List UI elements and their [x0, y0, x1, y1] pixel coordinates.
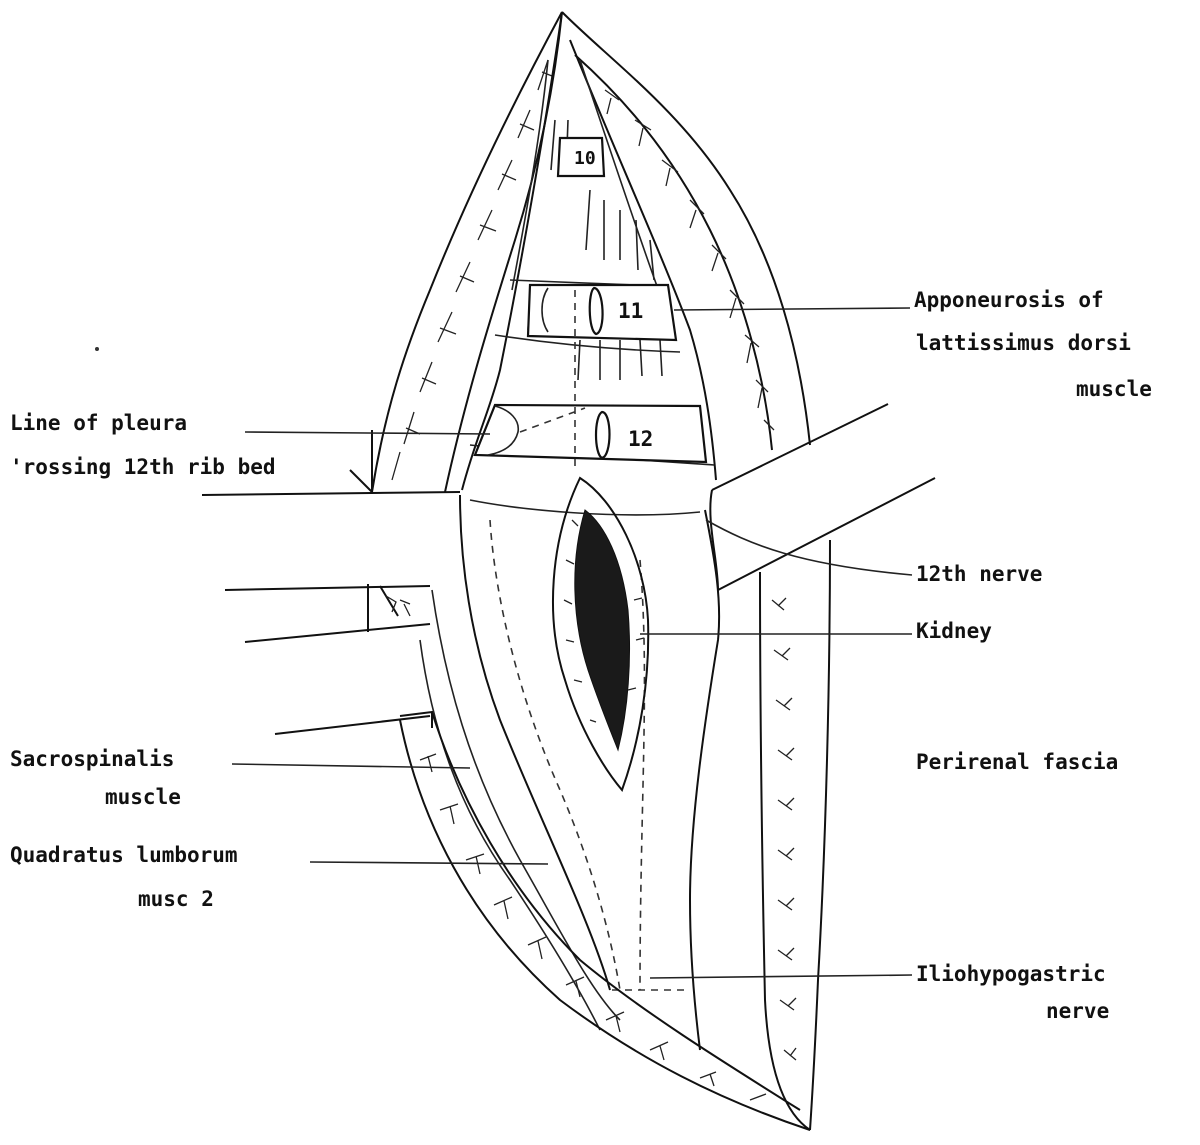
label-kidney: Kidney	[916, 619, 992, 643]
label-perirenal-fascia: Perirenal fascia	[916, 750, 1118, 774]
rib-11-label: 11	[618, 299, 643, 323]
kidney	[553, 478, 648, 790]
label-quadratus-line2: musc 2	[138, 887, 214, 911]
leader-quadratus	[310, 862, 548, 864]
rib-10: 10	[558, 138, 604, 176]
retractor-left-lower	[275, 712, 432, 734]
right-upper-skin-flap	[562, 12, 810, 450]
leader-apponeurosis	[674, 308, 910, 310]
retractor-left-middle	[225, 584, 430, 642]
right-lower-skin-flap	[760, 540, 830, 1130]
label-pleura-line2: 'rossing 12th rib bed	[10, 455, 276, 479]
leader-iliohypogastric	[650, 975, 912, 978]
rib-12-label: 12	[628, 427, 653, 451]
label-12th-nerve: 12th nerve	[916, 562, 1042, 586]
rib-10-label: 10	[574, 148, 596, 169]
label-iliohypogastric-line2: nerve	[1046, 999, 1109, 1023]
label-apponeurosis-line3: muscle	[1076, 377, 1152, 401]
labels: Apponeurosis of lattissimus dorsi muscle…	[10, 288, 1152, 1023]
rib-11: 11	[528, 285, 676, 340]
wound-bed	[420, 495, 719, 1050]
label-apponeurosis-line1: Apponeurosis of	[914, 288, 1104, 312]
label-quadratus-line1: Quadratus lumborum	[10, 843, 238, 867]
label-pleura-line1: Line of pleura	[10, 411, 187, 435]
label-iliohypogastric-line1: Iliohypogastric	[916, 962, 1106, 986]
leader-12th-nerve	[706, 520, 912, 575]
ink-speck	[95, 347, 99, 351]
rib-12: 12	[475, 405, 706, 462]
label-sacrospinalis-line1: Sacrospinalis	[10, 747, 174, 771]
leader-pleura	[245, 432, 490, 434]
label-apponeurosis-line2: lattissimus dorsi	[916, 331, 1131, 355]
label-sacrospinalis-line2: muscle	[105, 785, 181, 809]
leader-sacrospinalis	[232, 764, 470, 768]
